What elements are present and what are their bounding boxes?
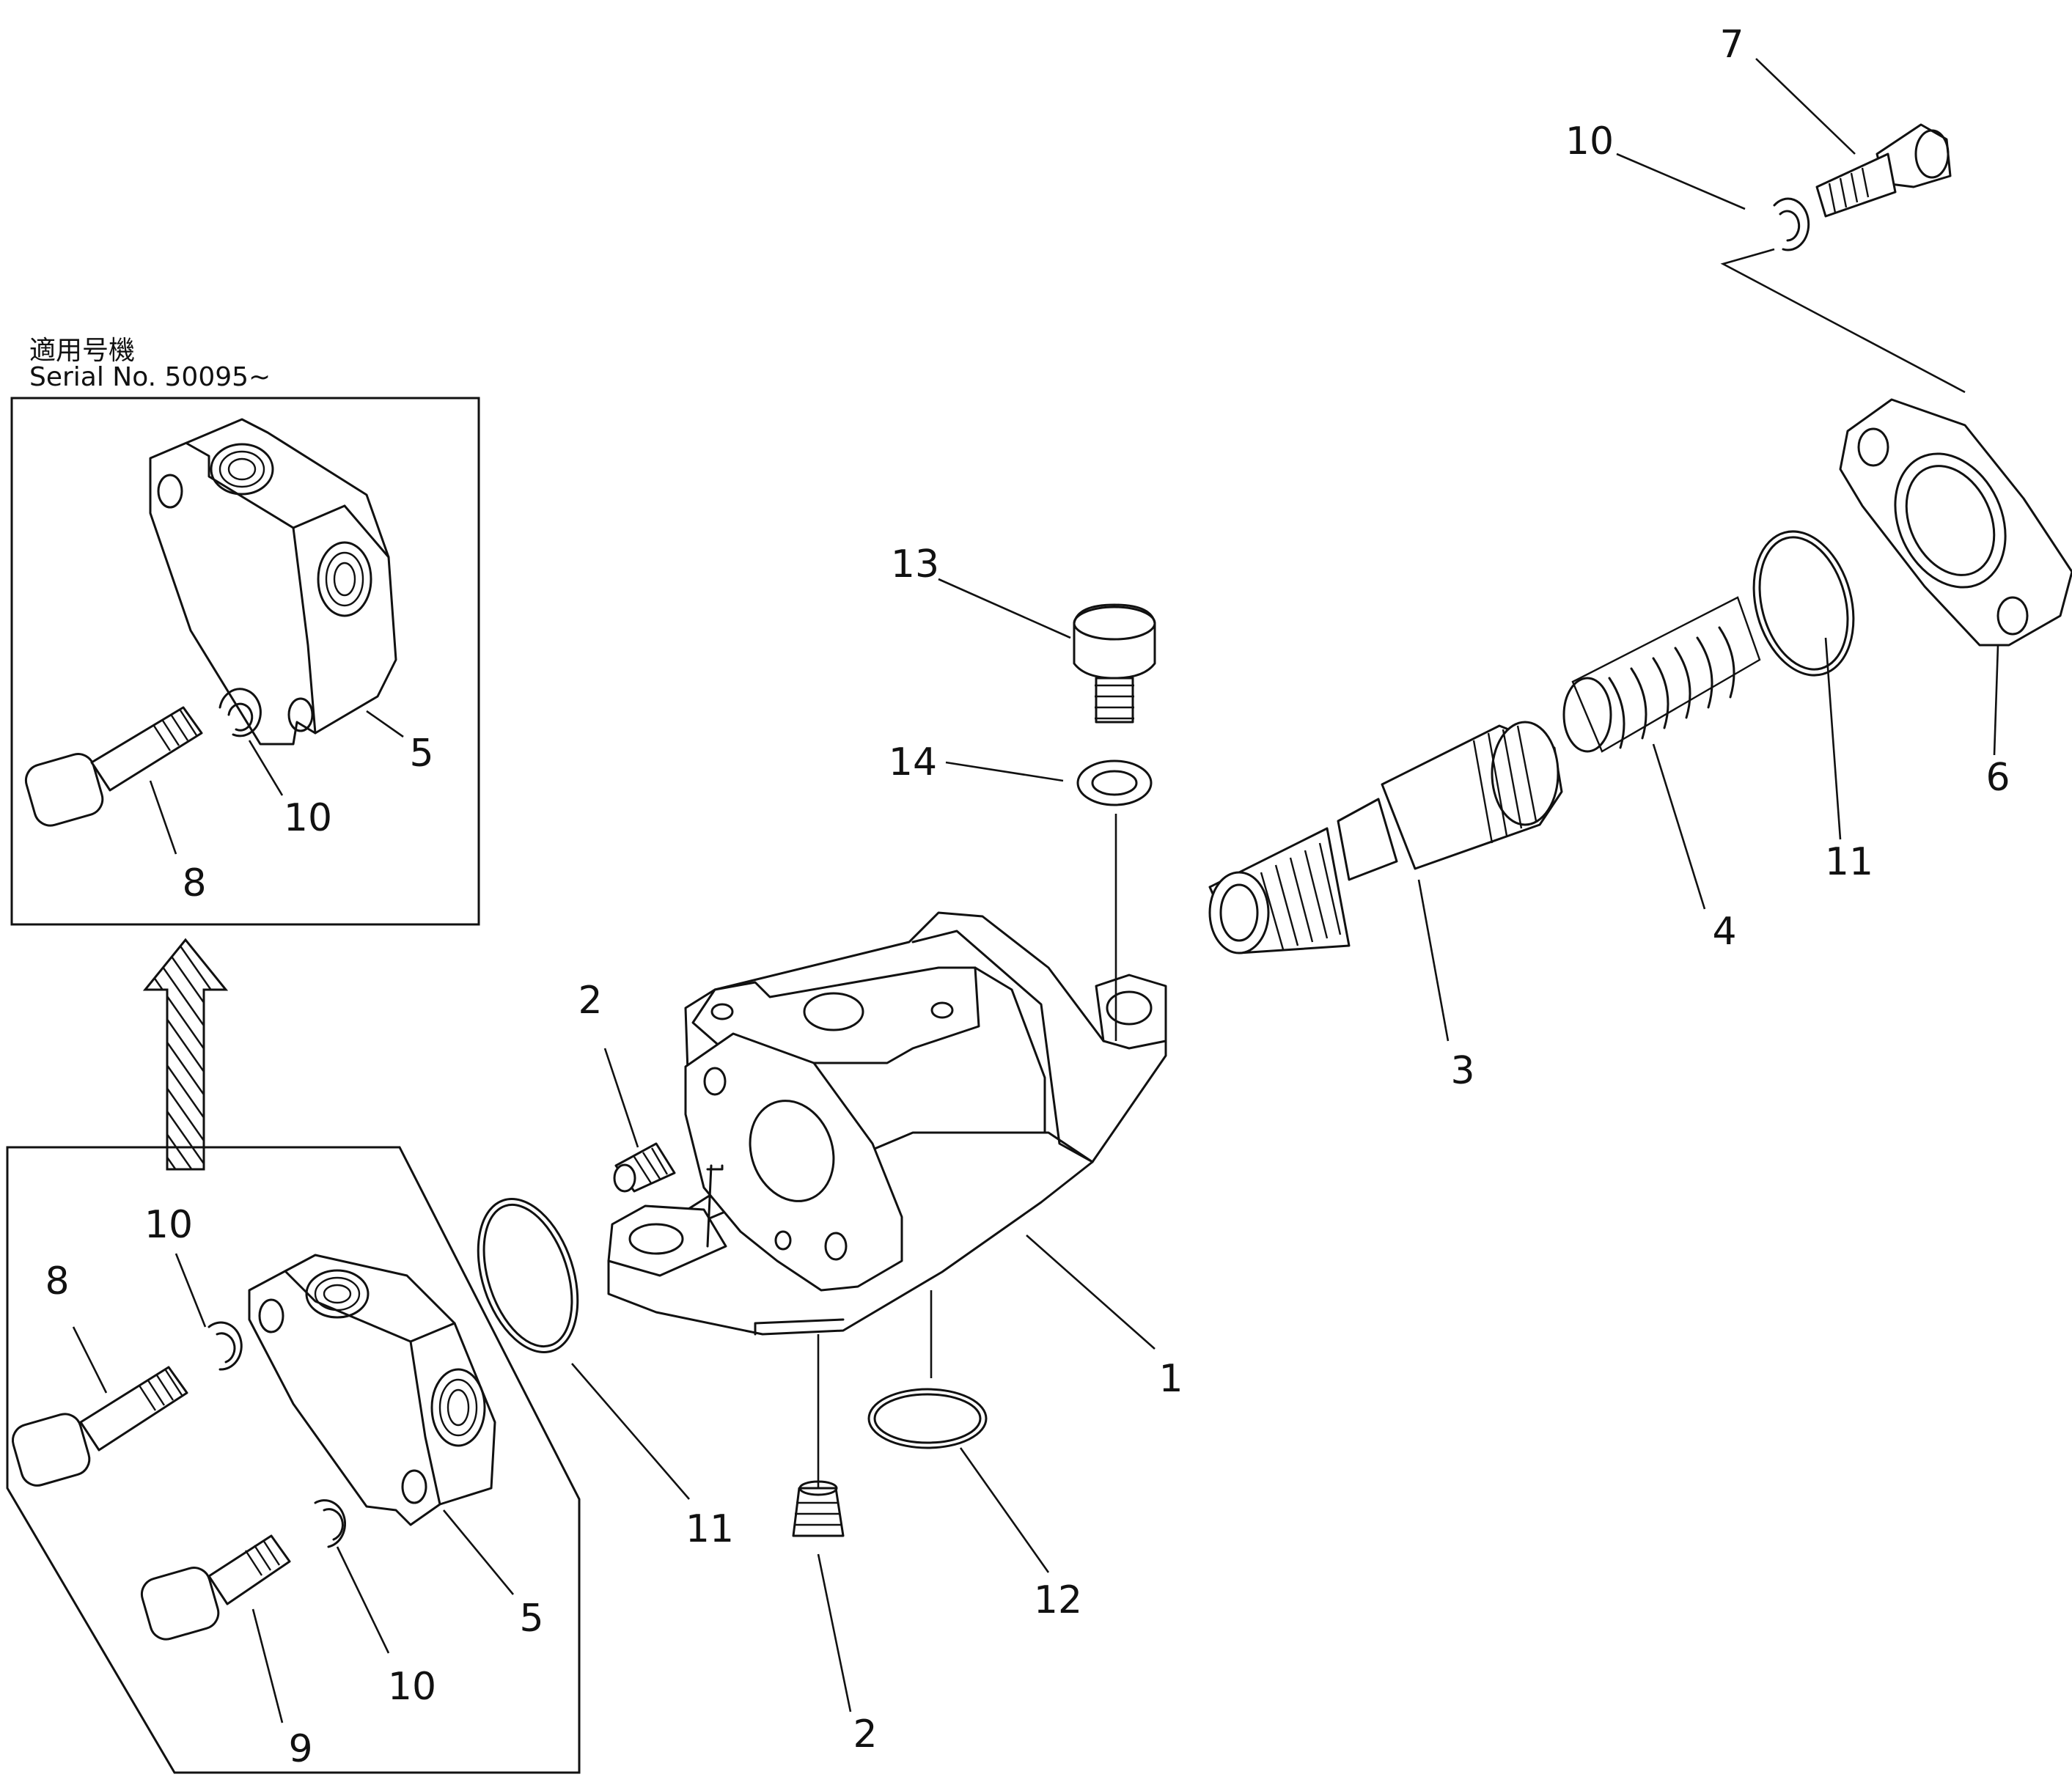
callout-5-upper: 5 (409, 732, 433, 776)
bolt-8-lower (11, 1366, 188, 1487)
lock-washer-10-lower-b (314, 1499, 347, 1548)
callout-9: 9 (288, 1727, 312, 1771)
hatched-arrow (142, 938, 229, 1171)
callout-2-upper: 2 (578, 979, 602, 1023)
cover-plate-part-6 (1839, 398, 2072, 647)
callout-10-upper: 10 (284, 796, 332, 840)
lock-washer-10-lower-a (207, 1321, 243, 1371)
callout-13: 13 (891, 542, 939, 586)
callout-12: 12 (1034, 1578, 1082, 1622)
inset-frame-old-serial (6, 1146, 581, 1774)
valve-spool-part-3 (1208, 721, 1563, 954)
callout-4: 4 (1712, 910, 1736, 954)
spring-part-4 (1562, 596, 1761, 753)
plug-2-upper (613, 1142, 676, 1193)
callout-2-lower: 2 (853, 1712, 877, 1756)
callout-1: 1 (1158, 1357, 1183, 1401)
callout-6: 6 (1985, 756, 2010, 800)
lock-washer-14 (1076, 759, 1153, 806)
oring-11-left (477, 1198, 579, 1353)
bolt-to-cover-guide (1720, 248, 1966, 394)
bolt-7 (1815, 123, 1952, 218)
callout-10-lower-b: 10 (388, 1665, 436, 1709)
callout-14: 14 (889, 740, 937, 784)
bolt-8-upper (24, 706, 203, 827)
callout-10-lower-a: 10 (144, 1203, 193, 1247)
serial-note-en: Serial No. 50095~ (29, 362, 271, 392)
callout-11-right: 11 (1825, 840, 1873, 884)
oring-11-right (1752, 530, 1855, 677)
callout-11-left: 11 (686, 1507, 734, 1551)
valve-body-part-1 (607, 911, 1167, 1336)
oring-12 (867, 1388, 988, 1449)
callout-8-upper: 8 (182, 861, 206, 905)
part-5-block-upper (149, 418, 397, 746)
lock-washer-10-right (1773, 197, 1810, 251)
callout-3: 3 (1450, 1049, 1474, 1093)
lock-washer-10-upper (218, 688, 262, 737)
part-5-block-lower (248, 1254, 496, 1526)
callout-10-right: 10 (1565, 119, 1614, 163)
plug-2-lower (792, 1480, 845, 1537)
bolt-13 (1073, 603, 1156, 724)
callout-8-lower: 8 (45, 1259, 69, 1303)
callout-5-lower: 5 (519, 1597, 543, 1641)
leader-lines (72, 58, 1999, 1723)
callout-7: 7 (1719, 23, 1744, 67)
bolt-9-lower (140, 1534, 291, 1641)
serial-note-jp: 適用号機 (29, 336, 135, 366)
inset-frame-new-serial (10, 397, 480, 926)
